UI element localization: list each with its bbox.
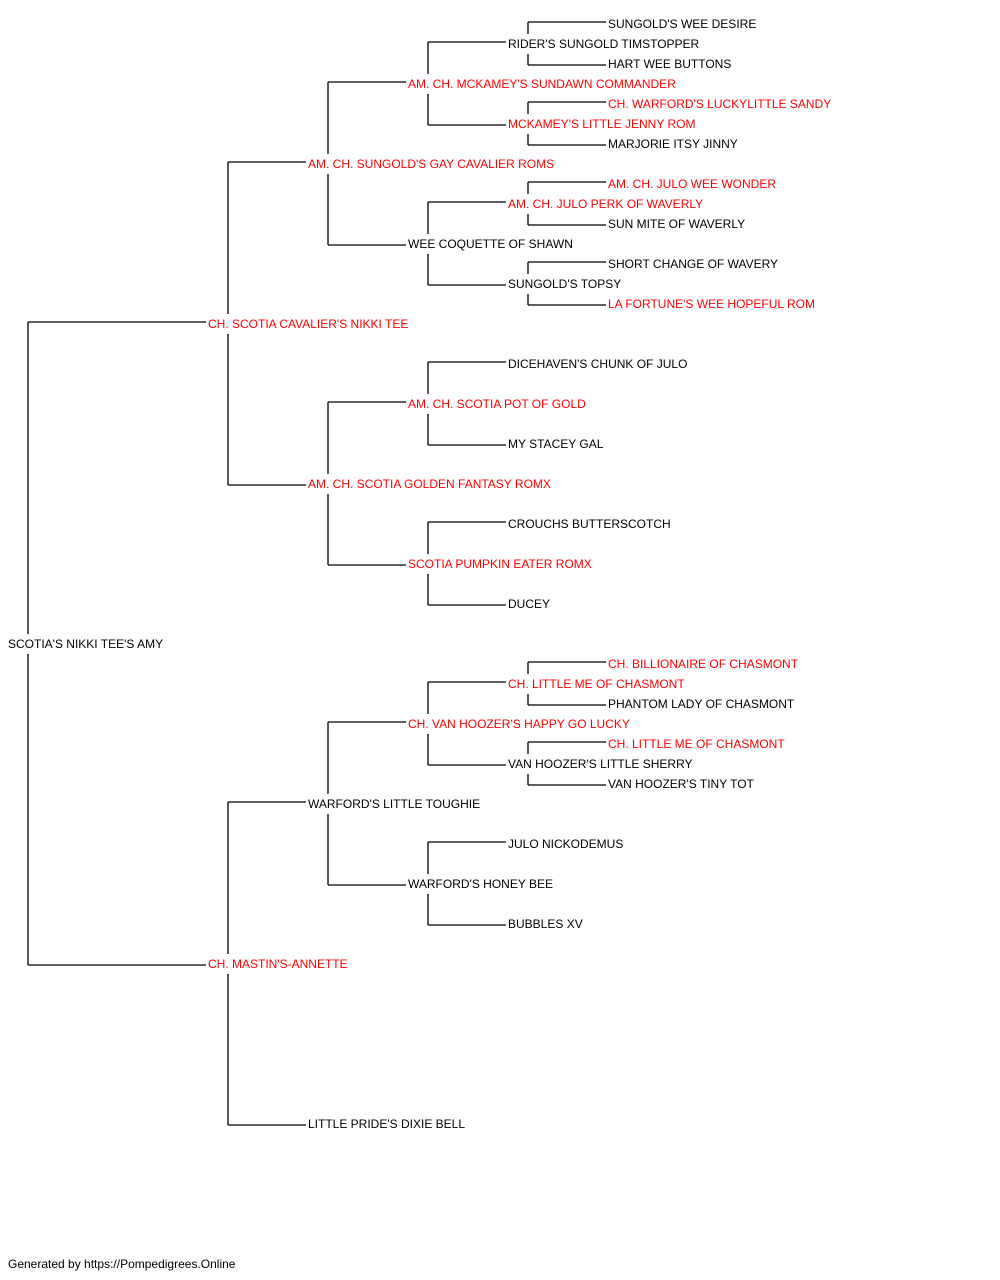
ancestor-name: AM. CH. SCOTIA POT OF GOLD [408, 397, 586, 411]
ancestor-name: SUNGOLD'S WEE DESIRE [608, 17, 757, 31]
ancestor-name: CROUCHS BUTTERSCOTCH [508, 517, 671, 531]
ancestor-name: SCOTIA PUMPKIN EATER ROMX [408, 557, 592, 571]
ancestor-name: AM. CH. SUNGOLD'S GAY CAVALIER ROMS [308, 157, 555, 171]
ancestor-name: CH. BILLIONAIRE OF CHASMONT [608, 657, 799, 671]
ancestor-name: MCKAMEY'S LITTLE JENNY ROM [508, 117, 696, 131]
ancestor-name: MY STACEY GAL [508, 437, 604, 451]
footer-credit: Generated by https://Pompedigrees.Online [8, 1257, 236, 1271]
ancestor-name: HART WEE BUTTONS [608, 57, 732, 71]
ancestor-name: SUNGOLD'S TOPSY [508, 277, 622, 291]
ancestor-name: CH. LITTLE ME OF CHASMONT [508, 677, 685, 691]
ancestor-name: PHANTOM LADY OF CHASMONT [608, 697, 795, 711]
ancestor-name: CH. MASTIN'S-ANNETTE [208, 957, 348, 971]
ancestor-name: AM. CH. SCOTIA GOLDEN FANTASY ROMX [308, 477, 551, 491]
ancestor-name: CH. VAN HOOZER'S HAPPY GO LUCKY [408, 717, 630, 731]
ancestor-name: CH. SCOTIA CAVALIER'S NIKKI TEE [208, 317, 409, 331]
ancestor-name: VAN HOOZER'S TINY TOT [608, 777, 754, 791]
ancestor-name: DICEHAVEN'S CHUNK OF JULO [508, 357, 688, 371]
ancestor-name: MARJORIE ITSY JINNY [608, 137, 738, 151]
subject-dog-name: SCOTIA'S NIKKI TEE'S AMY [8, 637, 164, 651]
ancestor-name: AM. CH. JULO PERK OF WAVERLY [508, 197, 704, 211]
ancestor-name: CH. WARFORD'S LUCKYLITTLE SANDY [608, 97, 832, 111]
ancestor-name: AM. CH. JULO WEE WONDER [608, 177, 777, 191]
ancestor-name: AM. CH. MCKAMEY'S SUNDAWN COMMANDER [408, 77, 676, 91]
ancestor-name: WARFORD'S LITTLE TOUGHIE [308, 797, 481, 811]
ancestor-name: BUBBLES XV [508, 917, 583, 931]
ancestor-name: CH. LITTLE ME OF CHASMONT [608, 737, 785, 751]
ancestor-name: LA FORTUNE'S WEE HOPEFUL ROM [608, 297, 815, 311]
ancestor-name: WEE COQUETTE OF SHAWN [408, 237, 573, 251]
ancestor-name: RIDER'S SUNGOLD TIMSTOPPER [508, 37, 700, 51]
ancestor-name: SUN MITE OF WAVERLY [608, 217, 746, 231]
ancestor-name: DUCEY [508, 597, 551, 611]
ancestor-name: WARFORD'S HONEY BEE [408, 877, 553, 891]
ancestor-name: VAN HOOZER'S LITTLE SHERRY [508, 757, 693, 771]
ancestor-name: SHORT CHANGE OF WAVERY [608, 257, 779, 271]
ancestor-name: JULO NICKODEMUS [508, 837, 624, 851]
ancestor-name: LITTLE PRIDE'S DIXIE BELL [308, 1117, 466, 1131]
